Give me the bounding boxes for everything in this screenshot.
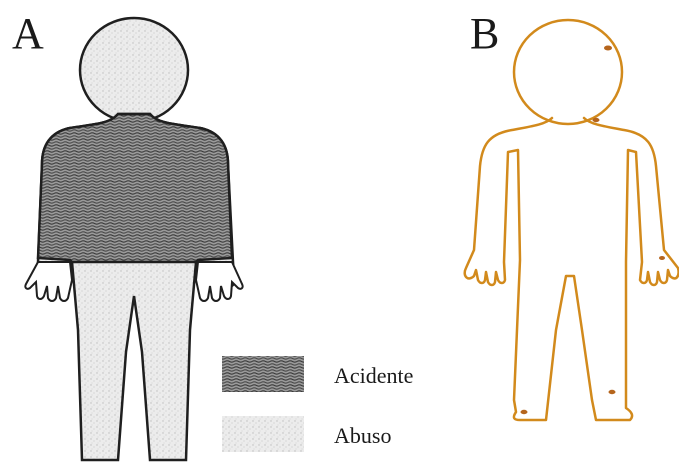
injury-mark-left-foot (521, 410, 528, 414)
legend: Acidente Abuso (222, 356, 413, 452)
legend-label-acidente: Acidente (334, 363, 413, 388)
legend-swatch-acidente (222, 356, 304, 392)
figure-a-body (25, 18, 242, 460)
figure-b-head (514, 20, 622, 124)
figure-b-outline (465, 118, 679, 420)
panel-label-a: A (12, 9, 44, 58)
injury-mark-head (604, 46, 612, 51)
figure-a-accident-zone (38, 114, 232, 262)
panel-label-b: B (470, 9, 499, 58)
figure-a-left-hand (25, 262, 72, 301)
injury-mark-right-hand (659, 256, 665, 260)
injury-mark-shoulder (593, 118, 600, 122)
figure-b-injury-marks (521, 46, 666, 415)
figure-a-head (80, 18, 188, 122)
legend-label-abuso: Abuso (334, 423, 391, 448)
injury-mark-right-shin (609, 390, 616, 394)
legend-swatch-abuso (222, 416, 304, 452)
figure-a-right-hand (196, 262, 243, 301)
figure-b-body (465, 20, 679, 420)
